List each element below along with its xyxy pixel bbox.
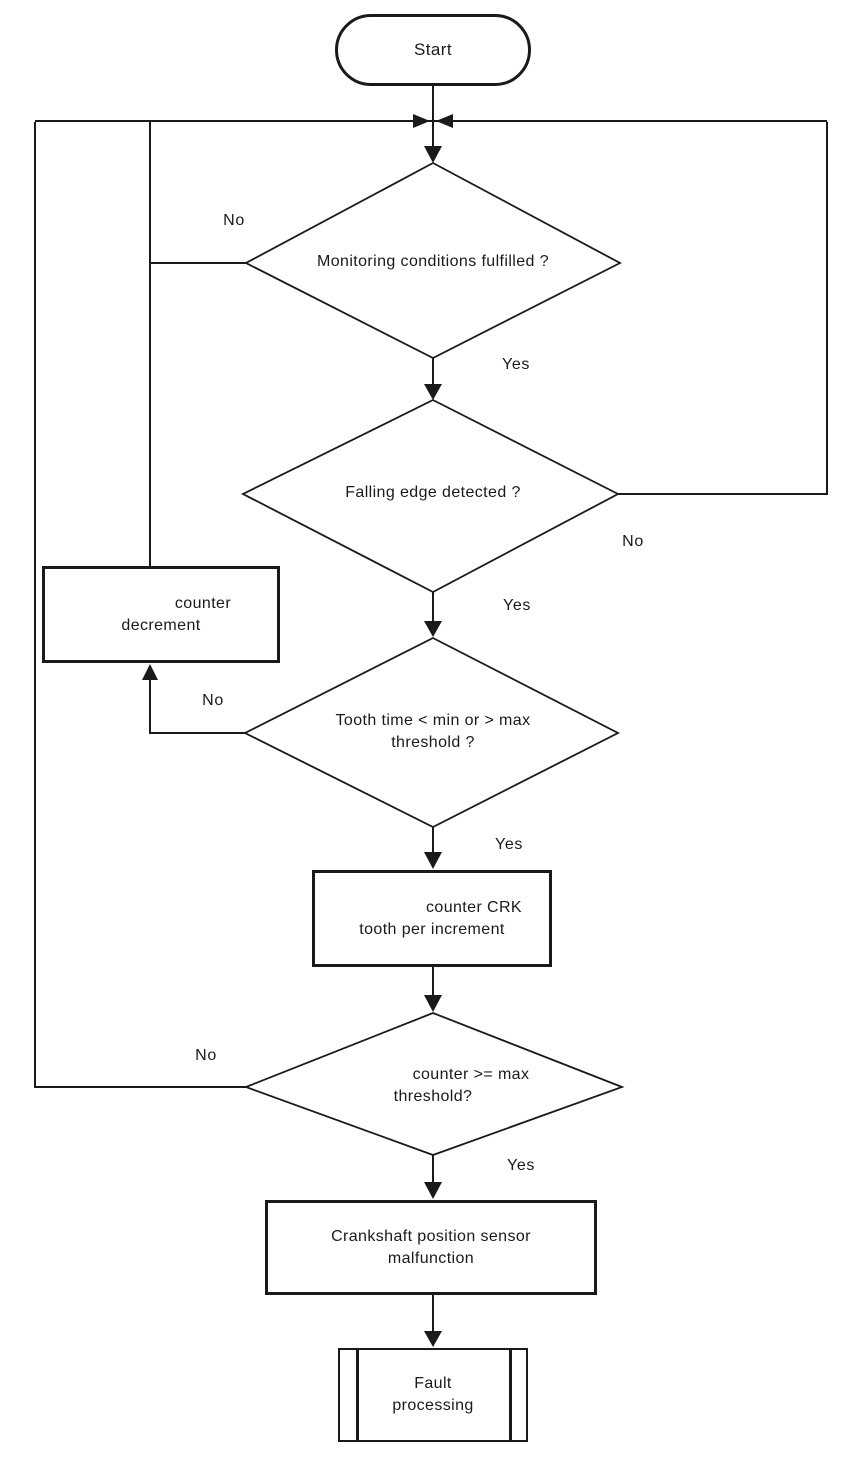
edge-label-counter-yes: Yes <box>507 1157 535 1174</box>
malfunction-line2: malfunction <box>387 1249 475 1267</box>
decision-counter-max-line2: threshold? <box>393 1088 473 1105</box>
counter-crk-line2: tooth per increment <box>359 920 505 938</box>
decision-tooth-time-line2: threshold ? <box>391 734 475 751</box>
arrowhead-into-fault-icon <box>424 1331 442 1347</box>
decision-tooth-time-shape <box>242 636 620 829</box>
decision-tooth-time-label: Tooth time < min or > max threshold ? <box>336 710 531 754</box>
predefined-process-left-bar <box>356 1350 359 1440</box>
fault-processing-line2: processing <box>392 1397 474 1414</box>
decision-falling-edge-label: Falling edge detected ? <box>345 484 521 501</box>
arrowhead-into-malfunction-icon <box>424 1182 442 1199</box>
decision-monitoring-shape <box>244 161 622 360</box>
edge-tooth-no <box>149 667 245 734</box>
decision-counter-max-shape <box>243 1012 625 1156</box>
decision-tooth-time-line1: Tooth time < min or > max <box>335 712 531 729</box>
decision-counter-max-label: counter >= max threshold? <box>375 1064 529 1108</box>
arrowhead-into-counter-max-icon <box>424 995 442 1012</box>
edge-label-monitoring-yes: Yes <box>502 356 530 373</box>
counter-decrement-node: counter decrement <box>42 566 280 663</box>
malfunction-line1: Crankshaft position sensor <box>331 1227 531 1245</box>
edge-label-tooth-yes: Yes <box>495 836 523 853</box>
counter-crk-line1: counter CRK <box>426 898 522 916</box>
counter-crk-node: counter CRK tooth per increment <box>312 870 552 967</box>
edge-label-tooth-no: No <box>202 692 224 709</box>
edge-label-counter-no: No <box>195 1047 217 1064</box>
edge-counter-max-no-loop <box>34 122 246 1088</box>
fault-processing-line1: Fault <box>414 1375 452 1392</box>
counter-decrement-line2: decrement <box>121 616 201 634</box>
edge-label-falling-yes: Yes <box>503 597 531 614</box>
arrowhead-bus-right-icon <box>436 114 453 128</box>
edge-falling-no-loop <box>618 122 828 495</box>
edge-label-monitoring-no: No <box>223 212 245 229</box>
arrowhead-into-monitoring-icon <box>424 146 442 163</box>
edge-label-falling-no: No <box>622 533 644 550</box>
arrowhead-into-crk-icon <box>424 852 442 869</box>
decision-falling-edge-shape <box>241 398 620 594</box>
malfunction-node: Crankshaft position sensor malfunction <box>265 1200 597 1295</box>
decision-monitoring-label: Monitoring conditions fulfilled ? <box>317 253 549 270</box>
start-label: Start <box>414 40 452 59</box>
counter-decrement-line1: counter <box>174 594 232 612</box>
arrowhead-bus-left-icon <box>413 114 430 128</box>
arrowhead-into-tooth-icon <box>424 621 442 637</box>
predefined-process-right-bar <box>509 1350 512 1440</box>
start-node: Start <box>335 14 531 86</box>
arrowhead-into-decrement-icon <box>142 664 158 680</box>
arrowhead-into-falling-icon <box>424 384 442 400</box>
decision-counter-max-line1: counter >= max <box>412 1066 530 1083</box>
fault-processing-node: Fault processing <box>338 1348 528 1442</box>
